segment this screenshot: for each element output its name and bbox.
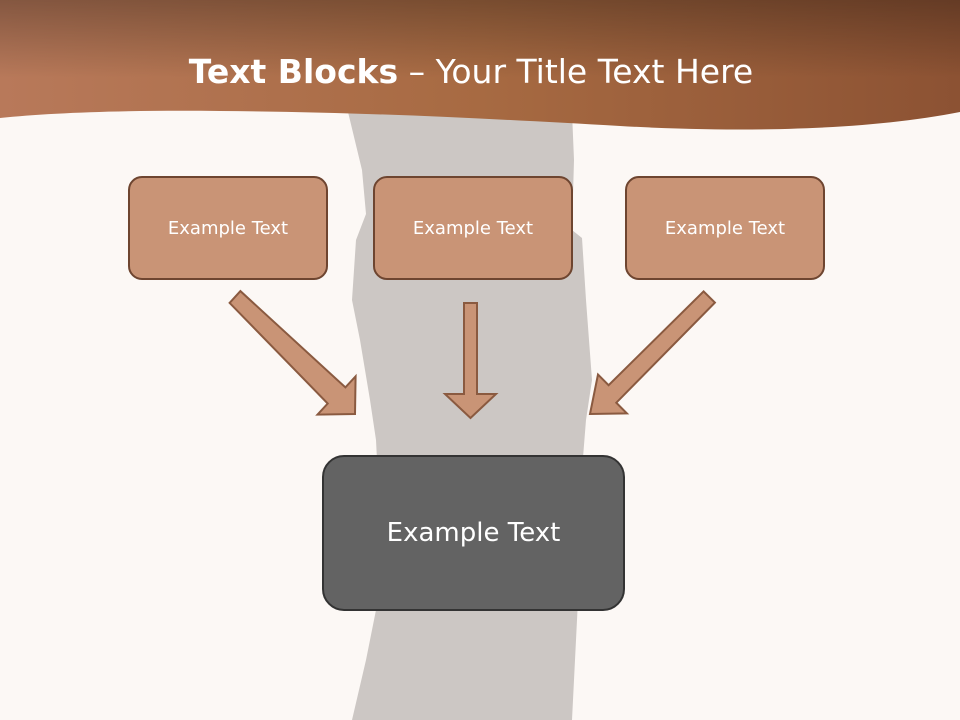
target-block-label: Example Text bbox=[386, 518, 561, 548]
title-bold-text: Text Blocks bbox=[188, 52, 399, 91]
title-rest-text: Your Title Text Here bbox=[435, 52, 754, 91]
slide-title: Text Blocks – Your Title Text Here bbox=[0, 52, 942, 91]
arrow-down-right bbox=[228, 289, 357, 416]
target-block: Example Text bbox=[322, 455, 625, 611]
text-block-label: Example Text bbox=[412, 217, 534, 239]
text-block-label: Example Text bbox=[167, 217, 289, 239]
text-block-center: Example Text bbox=[373, 176, 573, 280]
text-block-label: Example Text bbox=[664, 217, 786, 239]
text-block-right: Example Text bbox=[625, 176, 825, 280]
text-block-left: Example Text bbox=[128, 176, 328, 280]
arrow-down-left bbox=[588, 289, 717, 416]
title-separator: – bbox=[398, 52, 436, 91]
arrow-down bbox=[442, 302, 499, 420]
